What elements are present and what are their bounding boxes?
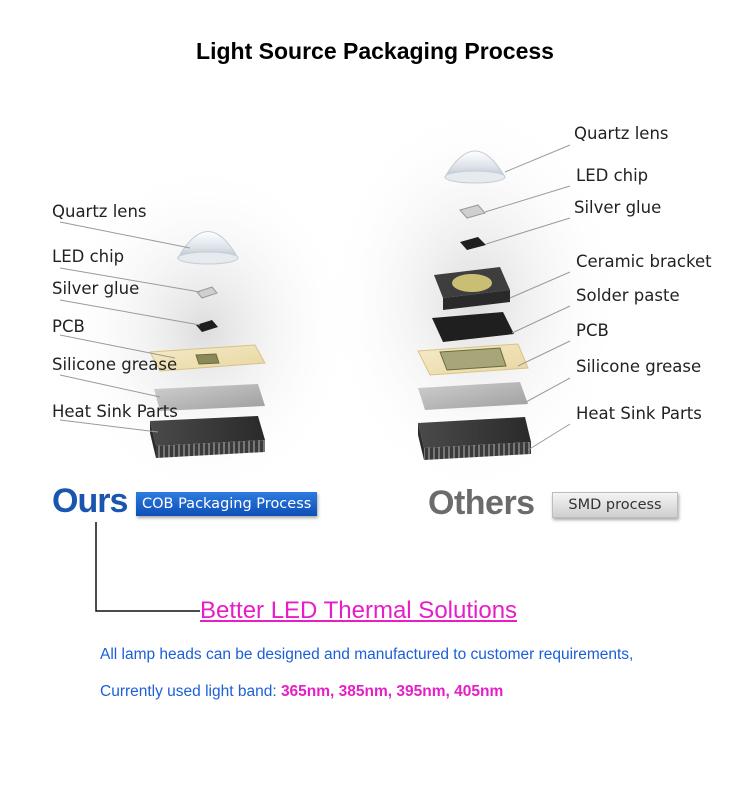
left-label-quartz-lens: Quartz lens xyxy=(52,202,147,221)
right-ceramic-bracket-pad xyxy=(452,274,492,292)
left-label-heat-sink: Heat Sink Parts xyxy=(52,402,178,421)
left-silver-glue-shape xyxy=(196,320,218,332)
ours-heading: Ours xyxy=(52,482,128,520)
right-label-heat-sink: Heat Sink Parts xyxy=(576,404,702,423)
left-heat-sink-fins xyxy=(156,440,265,458)
right-heat-sink-fins xyxy=(424,442,531,460)
right-pcb-chip xyxy=(439,347,507,371)
thermal-solutions-headline: Better LED Thermal Solutions xyxy=(200,597,518,624)
right-label-led-chip: LED chip xyxy=(576,166,649,185)
left-lens-base xyxy=(177,251,239,265)
left-heat-sink-top xyxy=(150,416,265,446)
left-led-chip-shape xyxy=(196,286,218,299)
right-label-pcb: PCB xyxy=(576,321,609,340)
left-label-led-chip: LED chip xyxy=(52,247,125,266)
right-solder-paste-shape xyxy=(432,312,514,342)
ours-connector-line xyxy=(95,522,200,612)
smd-process-badge: SMD process xyxy=(552,492,678,518)
left-leader-lines xyxy=(59,221,201,433)
right-ceramic-bracket-side xyxy=(443,290,510,310)
left-pcb-chip xyxy=(195,353,220,365)
light-band-values: 365nm, 385nm, 395nm, 405nm xyxy=(280,683,504,700)
right-heat-sink-top xyxy=(418,417,531,448)
right-silver-glue-shape xyxy=(460,237,486,250)
cob-process-badge: COB Packaging Process xyxy=(136,492,318,516)
left-label-pcb: PCB xyxy=(52,317,85,336)
left-heat-sink-side xyxy=(150,421,156,458)
right-label-solder-paste: Solder paste xyxy=(576,286,680,305)
right-heat-sink-side xyxy=(418,423,424,460)
right-label-quartz-lens: Quartz lens xyxy=(574,124,669,143)
left-stack xyxy=(149,231,266,458)
right-lens-base xyxy=(444,170,506,184)
others-heading: Others xyxy=(428,484,535,522)
left-label-silver-glue: Silver glue xyxy=(52,279,140,298)
right-label-silver-glue: Silver glue xyxy=(574,198,662,217)
customization-note: All lamp heads can be designed and manuf… xyxy=(100,646,634,663)
light-band-note: Currently used light band: 365nm, 385nm,… xyxy=(100,683,503,701)
right-stack xyxy=(417,150,531,460)
left-label-silicone-grease: Silicone grease xyxy=(52,355,178,374)
light-band-prefix: Currently used light band: xyxy=(100,683,281,700)
right-silicone-grease-shape xyxy=(418,382,528,410)
right-label-ceramic-bracket: Ceramic bracket xyxy=(576,252,712,271)
page-title: Light Source Packaging Process xyxy=(196,38,554,64)
right-label-silicone-grease: Silicone grease xyxy=(576,357,702,376)
right-leader-lines xyxy=(484,144,571,451)
left-silicone-grease-shape xyxy=(154,384,265,411)
right-led-chip-shape xyxy=(459,204,486,219)
right-quartz-lens-shape xyxy=(444,150,506,178)
